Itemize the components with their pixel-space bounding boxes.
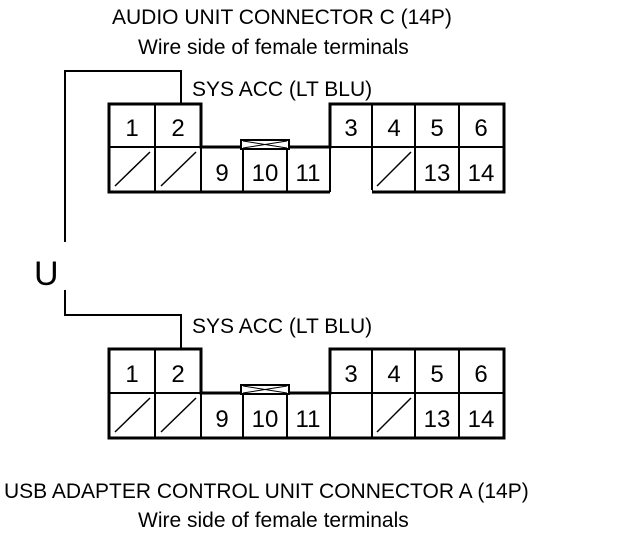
bottom-pin-3: 3 [344,361,357,388]
bottom-pin-1: 1 [125,361,138,388]
top-connector [107,102,506,194]
top-pin-6: 6 [474,115,487,142]
top-pin-4: 4 [387,115,400,142]
top-pin-10: 10 [252,160,279,187]
bottom-pin-14: 14 [468,406,495,433]
top-pin-13: 13 [424,160,451,187]
bottom-pin-5: 5 [430,361,443,388]
bottom-connector [107,347,506,440]
bottom-pin-11: 11 [296,406,321,433]
bottom-pin-2: 2 [171,361,184,388]
bottom-pin-9: 9 [215,406,228,433]
bottom-pin-13: 13 [424,406,451,433]
top-wire-label: SYS ACC (LT BLU) [192,78,372,101]
top-pin-5: 5 [430,115,443,142]
bottom-connector-pins: 1 2 3 4 5 6 9 10 11 13 14 [125,361,494,433]
continuity-wire [64,70,182,349]
top-pin-1: 1 [125,115,138,142]
bottom-connector-subtitle: Wire side of female terminals [138,509,409,532]
top-connector-subtitle: Wire side of female terminals [138,36,409,59]
bottom-wire-label: SYS ACC (LT BLU) [192,315,372,338]
bottom-pin-10: 10 [252,406,279,433]
top-pin-11: 11 [296,160,321,187]
continuity-symbol: U [34,255,59,293]
bottom-pin-4: 4 [387,361,400,388]
top-pin-9: 9 [215,160,228,187]
top-pin-2: 2 [171,115,184,142]
top-connector-pins: 1 2 3 4 5 6 9 10 11 13 14 [125,115,494,187]
top-pin-14: 14 [468,160,495,187]
top-connector-title: AUDIO UNIT CONNECTOR C (14P) [112,6,452,29]
bottom-pin-6: 6 [474,361,487,388]
bottom-connector-title: USB ADAPTER CONTROL UNIT CONNECTOR A (14… [4,480,529,503]
top-pin-3: 3 [344,115,357,142]
